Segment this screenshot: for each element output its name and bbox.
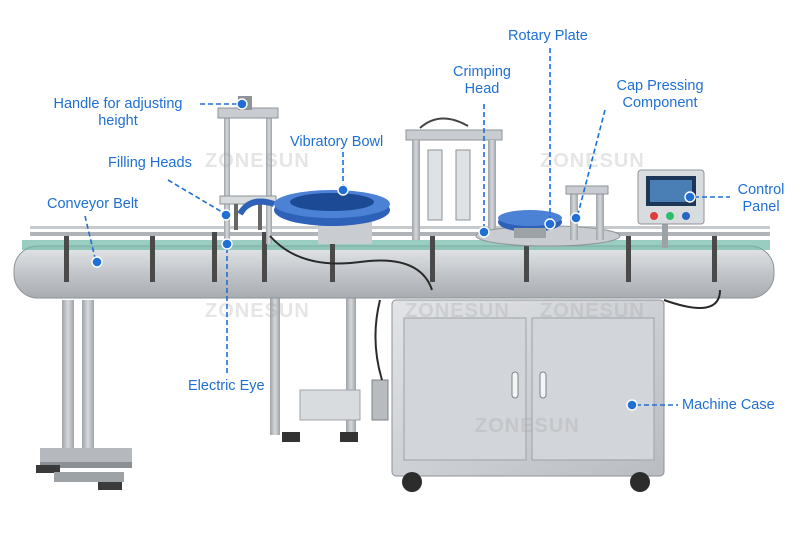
callout-dot-filling-heads — [220, 209, 232, 221]
label-crimping-line2: Head — [464, 81, 500, 97]
crimping-heads — [405, 117, 503, 240]
label-cap-line2: Component — [622, 95, 698, 111]
callout-line-cap-pressing — [577, 109, 606, 215]
vibratory-bowl — [237, 190, 390, 244]
callout-dot-crimping-head — [478, 226, 490, 238]
label-filling-heads: Filling Heads — [108, 155, 192, 171]
control-panel-graphic — [637, 169, 705, 248]
callout-line-conveyor-belt — [84, 215, 96, 259]
watermark-4: ZONESUN — [405, 300, 510, 322]
label-control-panel: Control Panel — [730, 182, 792, 216]
label-crimping-head: Crimping Head — [440, 64, 524, 98]
callout-dot-conveyor-belt — [91, 256, 103, 268]
callout-dot-control-panel — [684, 191, 696, 203]
hoses — [269, 235, 721, 381]
label-handle: Handle for adjusting height — [38, 96, 198, 130]
label-crimping-line1: Crimping — [452, 64, 511, 80]
label-control-line1: Control — [737, 182, 785, 198]
watermark-6: ZONESUN — [475, 415, 580, 437]
callout-dot-vibratory-bowl — [337, 184, 349, 196]
callout-dot-rotary-plate — [544, 218, 556, 230]
left-stand — [36, 300, 132, 490]
label-conveyor-belt: Conveyor Belt — [47, 196, 139, 212]
machine-case — [371, 299, 665, 492]
label-cap-pressing: Cap Pressing Component — [604, 78, 716, 112]
callout-line-filling-heads — [167, 179, 223, 213]
guide-posts — [64, 232, 717, 282]
label-handle-line1: Handle for adjusting — [53, 96, 183, 112]
callout-dot-cap-pressing — [570, 212, 582, 224]
callout-dot-machine-case — [626, 399, 638, 411]
label-machine-case: Machine Case — [682, 397, 775, 413]
watermark-1: ZONESUN — [205, 150, 310, 172]
label-electric-eye: Electric Eye — [188, 378, 265, 394]
label-handle-line2: height — [98, 113, 138, 129]
watermark-5: ZONESUN — [540, 300, 645, 322]
callout-dot-handle — [236, 98, 248, 110]
conveyor — [13, 226, 775, 299]
callout-dot-electric-eye — [221, 238, 233, 250]
watermark-3: ZONESUN — [205, 300, 310, 322]
middle-stand — [270, 295, 361, 442]
label-control-line2: Panel — [742, 199, 780, 215]
label-cap-line1: Cap Pressing — [616, 78, 704, 94]
label-rotary-plate: Rotary Plate — [508, 28, 588, 44]
label-vibratory-bowl: Vibratory Bowl — [290, 134, 384, 150]
